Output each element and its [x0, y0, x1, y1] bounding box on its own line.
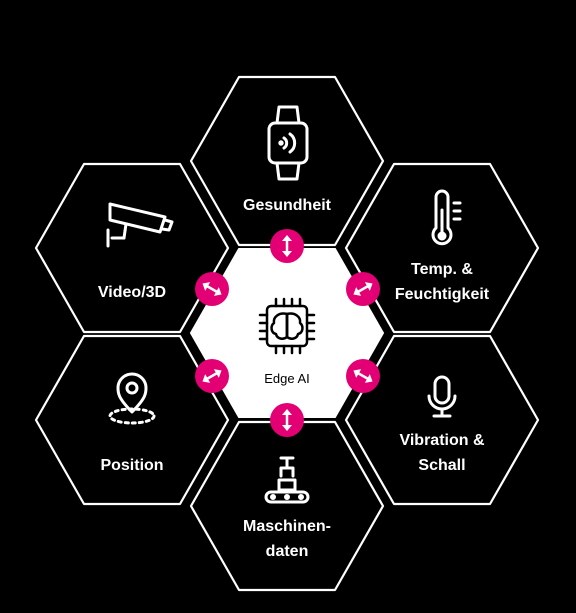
security-camera-icon	[106, 202, 174, 248]
connector-2	[270, 403, 304, 437]
label-position: Position	[100, 453, 163, 478]
label-line: Feuchtigkeit	[394, 286, 490, 303]
label-line: Vibration &	[399, 432, 485, 449]
bidirectional-arrow-icon	[353, 369, 373, 383]
hex-position	[34, 334, 230, 506]
bidirectional-arrow-icon	[202, 282, 222, 296]
label-temp: Temp. & Feuchtigkeit	[395, 257, 489, 307]
location-pin-icon	[108, 372, 156, 425]
label-line: Schall	[418, 457, 466, 474]
label-vibration: Vibration & Schall	[399, 428, 484, 478]
connector-3	[195, 272, 229, 306]
label-line: Maschinen-	[242, 518, 332, 535]
connector-4	[346, 272, 380, 306]
label-line: Position	[100, 457, 164, 474]
hex-gesundheit	[189, 75, 385, 247]
label-edge-ai: Edge AI	[264, 371, 310, 386]
hex-temp	[344, 162, 540, 334]
hex-video	[34, 162, 230, 334]
label-video: Video/3D	[98, 280, 166, 305]
hex-vibration	[344, 334, 540, 506]
bidirectional-arrow-icon	[202, 369, 222, 383]
bidirectional-arrow-icon	[282, 409, 292, 431]
ai-chip-brain-icon	[258, 297, 316, 355]
microphone-icon	[427, 375, 457, 418]
label-line: Gesundheit	[242, 197, 332, 214]
label-line: Video/3D	[97, 284, 167, 301]
label-maschinen: Maschinen- daten	[243, 514, 331, 564]
thermometer-icon	[431, 189, 462, 246]
connector-6	[346, 359, 380, 393]
smartwatch-icon	[267, 105, 309, 181]
connector-1	[270, 229, 304, 263]
connector-5	[195, 359, 229, 393]
bidirectional-arrow-icon	[282, 235, 292, 257]
label-gesundheit: Gesundheit	[243, 193, 331, 218]
label-line: Temp. &	[411, 261, 473, 278]
robot-arm-conveyor-icon	[264, 456, 310, 504]
bidirectional-arrow-icon	[353, 282, 373, 296]
hex-maschinen	[189, 420, 385, 592]
label-line: daten	[265, 543, 309, 560]
